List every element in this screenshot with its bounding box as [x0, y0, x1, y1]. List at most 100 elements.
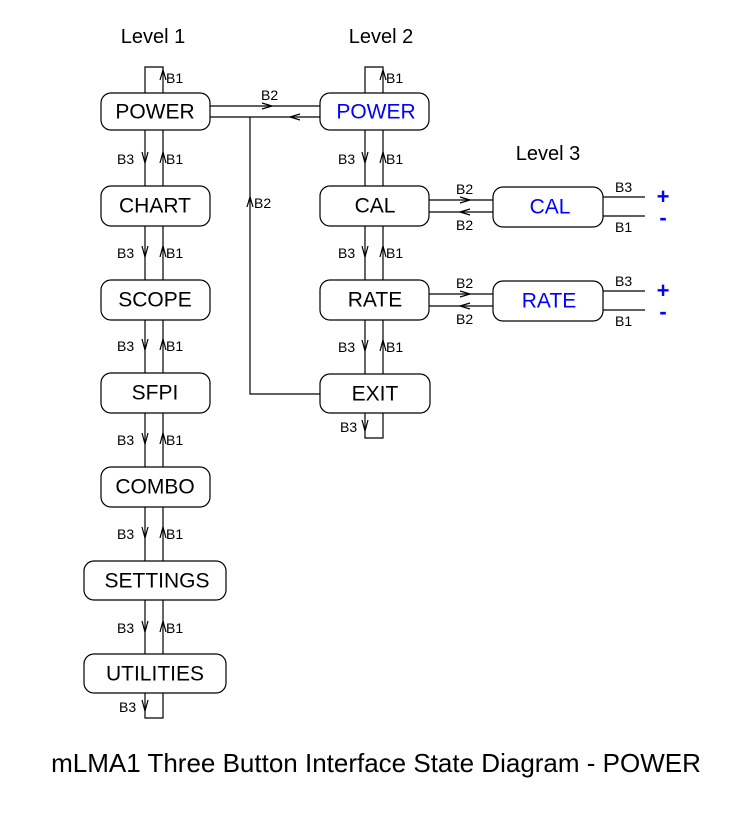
arrow-down-icon — [141, 338, 149, 353]
arrow-down-icon — [141, 620, 149, 635]
svg-text:SETTINGS: SETTINGS — [104, 570, 209, 593]
svg-text:POWER: POWER — [115, 101, 194, 124]
l2-edge-labels: B3 B1 B3 B1 B3 B1 B3 — [338, 149, 403, 435]
state-l2-rate: RATE — [319, 279, 430, 321]
l1-vertical-connectors — [144, 130, 164, 719]
arrow-up-icon — [246, 194, 254, 208]
exit-return-line — [249, 117, 320, 395]
edge-b2: B2 — [456, 217, 473, 233]
state-l2-exit: EXIT — [319, 373, 431, 414]
arrow-up-icon — [379, 67, 387, 81]
arrow-up-icon — [379, 243, 387, 258]
rate-l2-l3-connectors: B2 B2 — [429, 275, 493, 327]
l2-power-self-loop — [364, 66, 384, 93]
l1-to-l2-b2-label: B2 — [261, 87, 278, 103]
minus-sign: - — [659, 299, 666, 324]
arrow-down-icon — [141, 245, 149, 260]
state-l3-rate: RATE — [492, 280, 604, 322]
state-l1-combo: COMBO — [100, 466, 211, 508]
exit-return-b2-label: B2 — [254, 195, 271, 211]
state-l2-power: POWER — [319, 92, 430, 131]
level-1-label: Level 1 — [121, 26, 186, 48]
state-l1-scope: SCOPE — [100, 279, 211, 321]
arrow-right-icon — [459, 196, 473, 204]
edge-b2: B2 — [456, 311, 473, 327]
edge-b3: B3 — [615, 273, 632, 289]
state-l3-cal: CAL — [492, 186, 604, 228]
level-2-label: Level 2 — [349, 26, 414, 48]
edge-b3: B3 — [340, 419, 357, 435]
l1-edge-labels: B3 B1 B3 B1 B3 B1 B3 B1 B3 B1 B3 B1 B3 — [117, 149, 183, 715]
minus-sign: - — [659, 205, 666, 230]
edge-b3: B3 — [117, 151, 134, 167]
diagram-title: mLMA1 Three Button Interface State Diagr… — [51, 748, 701, 778]
edge-b3: B3 — [119, 699, 136, 715]
edge-b1: B1 — [166, 245, 183, 261]
edge-b3: B3 — [117, 526, 134, 542]
arrow-down-icon — [141, 432, 149, 447]
arrow-up-icon — [159, 149, 167, 164]
plus-sign: + — [657, 184, 670, 209]
edge-b3: B3 — [117, 620, 134, 636]
arrow-up-icon — [379, 337, 387, 352]
plus-sign: + — [657, 278, 670, 303]
l3-cal-outputs: B3 + B1 - — [603, 179, 669, 235]
arrow-up-icon — [159, 67, 167, 81]
svg-text:EXIT: EXIT — [352, 383, 399, 406]
arrow-right-icon — [261, 102, 275, 110]
arrow-up-icon — [159, 336, 167, 351]
edge-b1: B1 — [166, 338, 183, 354]
svg-text:CAL: CAL — [530, 196, 571, 219]
edge-b3: B3 — [338, 245, 355, 261]
edge-b3: B3 — [117, 245, 134, 261]
svg-text:RATE: RATE — [348, 289, 402, 312]
edge-b1: B1 — [386, 245, 403, 261]
arrow-down-icon — [141, 526, 149, 541]
edge-b2: B2 — [456, 275, 473, 291]
svg-text:CHART: CHART — [119, 195, 191, 218]
svg-text:CAL: CAL — [355, 195, 396, 218]
state-l1-settings: SETTINGS — [83, 560, 227, 601]
edge-b3: B3 — [615, 179, 632, 195]
arrow-up-icon — [159, 618, 167, 633]
edge-b1: B1 — [386, 151, 403, 167]
arrow-right-icon — [459, 290, 473, 298]
arrow-down-icon — [361, 339, 369, 354]
level-3-label: Level 3 — [516, 143, 581, 165]
arrow-down-icon — [141, 699, 149, 714]
edge-b3: B3 — [338, 151, 355, 167]
edge-b1: B1 — [615, 219, 632, 235]
svg-text:SFPI: SFPI — [132, 382, 179, 405]
state-l1-sfpi: SFPI — [100, 372, 211, 414]
l2-vertical-connectors — [364, 130, 384, 439]
svg-text:SCOPE: SCOPE — [118, 289, 192, 312]
arrow-down-icon — [361, 151, 369, 166]
l1-power-self-loop — [144, 66, 164, 93]
state-l1-power: POWER — [100, 92, 211, 131]
edge-b1: B1 — [166, 620, 183, 636]
edge-b3: B3 — [338, 339, 355, 355]
arrow-up-icon — [159, 524, 167, 539]
state-l2-cal: CAL — [319, 185, 430, 227]
cal-l2-l3-connectors: B2 B2 — [429, 181, 493, 233]
arrow-left-icon — [287, 113, 301, 121]
svg-text:POWER: POWER — [336, 101, 415, 124]
arrow-up-icon — [159, 243, 167, 258]
l1-power-loop-b1: B1 — [166, 70, 183, 86]
edge-b1: B1 — [166, 151, 183, 167]
arrow-up-icon — [379, 149, 387, 164]
arrow-left-icon — [457, 302, 471, 310]
arrow-down-icon — [361, 245, 369, 260]
svg-text:COMBO: COMBO — [115, 476, 194, 499]
edge-b2: B2 — [456, 181, 473, 197]
state-l1-utilities: UTILITIES — [83, 653, 227, 694]
arrow-left-icon — [457, 208, 471, 216]
edge-b1: B1 — [615, 313, 632, 329]
svg-text:UTILITIES: UTILITIES — [106, 663, 204, 686]
edge-b1: B1 — [386, 339, 403, 355]
arrow-up-icon — [159, 430, 167, 445]
arrow-down-icon — [141, 151, 149, 166]
edge-b3: B3 — [117, 432, 134, 448]
l2-power-loop-b1: B1 — [386, 70, 403, 86]
